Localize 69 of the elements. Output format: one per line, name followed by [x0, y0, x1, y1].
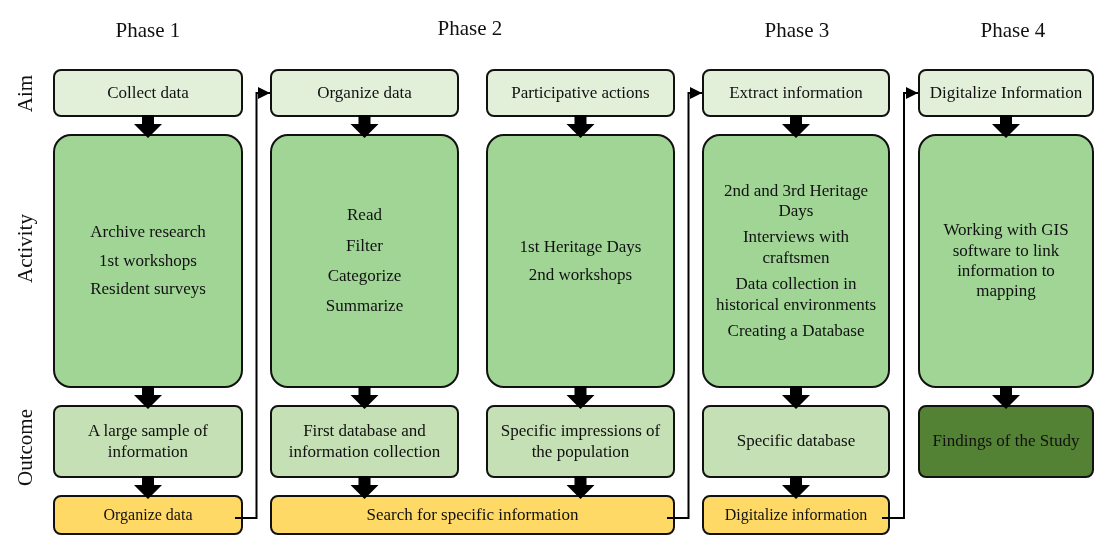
block-arrow: [782, 115, 810, 138]
node-text: First database and information collection: [287, 421, 442, 462]
block-arrow: [566, 386, 595, 409]
block-arrow: [134, 115, 162, 138]
aim-box: [702, 69, 890, 117]
node-text: Resident surveys: [90, 279, 206, 300]
node-text: Read: [347, 205, 382, 226]
node-text: 2nd workshops: [528, 265, 633, 286]
aim-box: [918, 69, 1094, 117]
node-text: Categorize: [327, 266, 402, 287]
outcome-box: [53, 405, 243, 478]
phase-heading: Phase 3: [764, 17, 830, 43]
result-box: [918, 405, 1094, 478]
connector-arrow: [881, 87, 919, 519]
phase-heading: Phase 1: [115, 17, 181, 43]
node-text: Archive research: [90, 222, 206, 243]
activity-box: [918, 134, 1094, 388]
block-arrow: [992, 115, 1020, 138]
block-arrow: [350, 476, 379, 499]
node-text: Specific database: [736, 431, 856, 452]
node-text: 1st Heritage Days: [519, 236, 642, 257]
task-box: [702, 495, 890, 535]
phase-heading: Phase 2: [437, 15, 503, 41]
phase-heading: Phase 4: [980, 17, 1046, 43]
node-text: 2nd and 3rd Heritage Days: [723, 180, 869, 222]
activity-box: [53, 134, 243, 388]
node-text: Creating a Database: [727, 320, 865, 342]
node-text: Organize data: [103, 505, 193, 525]
aim-box: [53, 69, 243, 117]
node-text: Extract information: [729, 82, 863, 104]
node-text: Organize data: [317, 82, 412, 104]
outcome-box: [486, 405, 675, 478]
row-label: Aim: [12, 74, 38, 112]
node-text: 1st workshops: [99, 250, 197, 272]
node-text: Collect data: [107, 82, 189, 104]
block-arrow: [992, 386, 1020, 409]
block-arrow: [566, 476, 595, 499]
node-text: A large sample of information: [86, 421, 210, 462]
node-text: Participative actions: [511, 82, 650, 104]
activity-box: [486, 134, 675, 388]
block-arrow: [134, 386, 162, 409]
block-arrow: [566, 115, 595, 138]
activity-box: [702, 134, 890, 388]
task-box: [53, 495, 243, 535]
block-arrow: [134, 476, 162, 499]
row-label: Activity: [12, 213, 38, 283]
node-text: Digitalize information: [724, 505, 868, 525]
row-label: Outcome: [12, 408, 38, 486]
activity-box: [270, 134, 459, 388]
connector-arrow: [234, 87, 271, 519]
connector-arrow: [666, 87, 703, 519]
task-box: [270, 495, 675, 535]
block-arrow: [350, 115, 379, 138]
node-text: Findings of the Study: [932, 431, 1080, 452]
block-arrow: [782, 476, 810, 499]
node-text: Working with GIS software to link information to mapping: [942, 220, 1070, 302]
outcome-box: [702, 405, 890, 478]
aim-box: [270, 69, 459, 117]
node-text: Digitalize Information: [929, 82, 1083, 104]
node-text: Interviews with craftsmen: [741, 227, 851, 269]
node-text: Summarize: [325, 296, 404, 317]
aim-box: [486, 69, 675, 117]
node-text: Specific impressions of the population: [499, 421, 662, 462]
outcome-box: [270, 405, 459, 478]
node-text: Filter: [346, 235, 383, 256]
block-arrow: [782, 386, 810, 409]
block-arrow: [350, 386, 379, 409]
node-text: Search for specific information: [366, 504, 579, 526]
node-text: Data collection in historical environments: [714, 274, 878, 315]
